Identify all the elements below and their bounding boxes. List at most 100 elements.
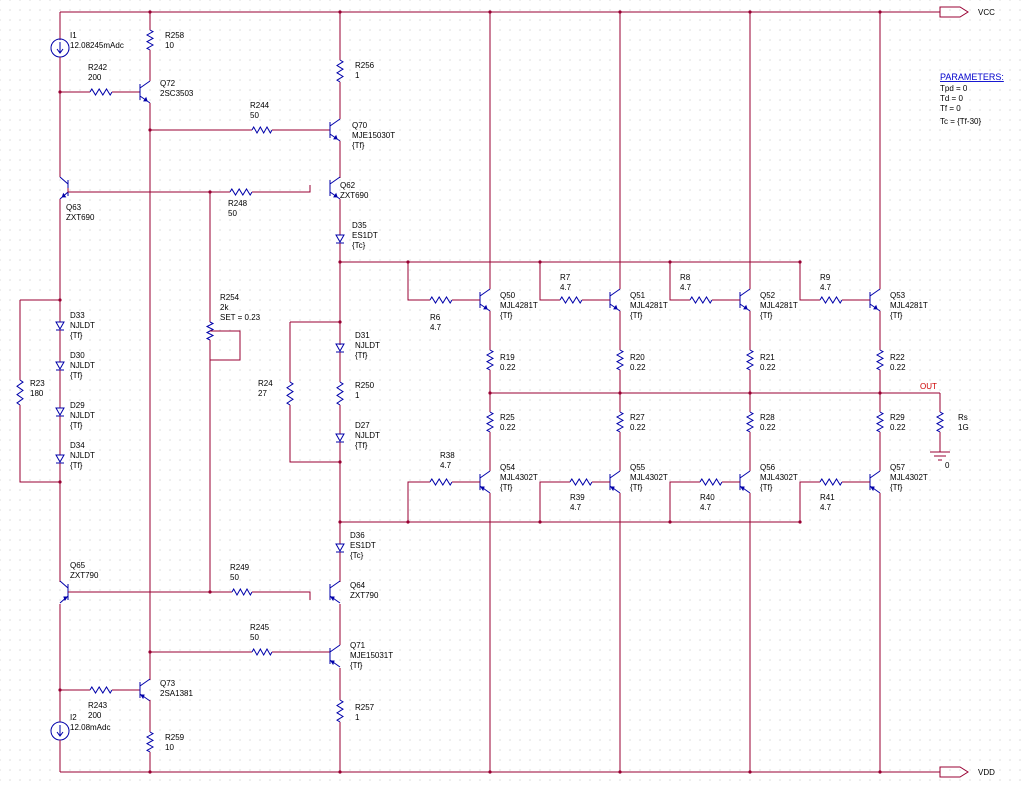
resistor-body bbox=[251, 647, 273, 657]
wire bbox=[289, 405, 340, 463]
wire-junction bbox=[748, 770, 752, 774]
resistor-body bbox=[819, 478, 843, 486]
resistor-value: 50 bbox=[228, 209, 237, 218]
diode-name: D27 bbox=[355, 421, 370, 430]
wire-junction bbox=[148, 770, 152, 774]
vcc-port: VCC bbox=[939, 6, 995, 18]
resistor-value: 4.7 bbox=[700, 503, 712, 512]
resistor-body bbox=[569, 478, 593, 486]
npn-arrow bbox=[613, 304, 618, 310]
resistor-value: 200 bbox=[88, 711, 102, 720]
diode-model: NJLDT bbox=[355, 431, 380, 440]
transistor-name: Q52 bbox=[760, 291, 776, 300]
diode-body bbox=[55, 454, 65, 464]
wire-junction bbox=[538, 520, 542, 524]
wire-junction bbox=[208, 190, 212, 194]
resistor-body bbox=[875, 411, 885, 433]
resistor-body bbox=[485, 349, 495, 371]
transistor-param: {Tf} bbox=[760, 311, 773, 320]
transistor-name: Q54 bbox=[500, 463, 516, 472]
wire-junction bbox=[338, 320, 342, 324]
resistor-value: 4.7 bbox=[560, 283, 572, 292]
parameters-title: PARAMETERS: bbox=[940, 72, 1004, 82]
transistor-name: Q65 bbox=[70, 561, 86, 570]
wire bbox=[252, 185, 311, 193]
transistor-param: {Tf} bbox=[352, 141, 365, 150]
ground-symbol: 0 bbox=[930, 451, 950, 470]
transistor-model: MJL4302T bbox=[890, 473, 928, 482]
resistor-name: R257 bbox=[355, 703, 375, 712]
diode-body bbox=[55, 321, 65, 331]
transistor-model: ZXT790 bbox=[70, 571, 99, 580]
resistor-name: R24 bbox=[258, 379, 273, 388]
parameter-line: Tf = 0 bbox=[940, 104, 961, 113]
resistor-name: Rs bbox=[958, 413, 968, 422]
transistor-collector bbox=[329, 580, 341, 589]
resistor-value: 10 bbox=[165, 743, 174, 752]
resistor-name: R243 bbox=[88, 701, 108, 710]
wire bbox=[252, 591, 311, 600]
diode-param: {Tf} bbox=[70, 331, 83, 340]
transistor-model: ZXT690 bbox=[66, 213, 95, 222]
resistor-value: 4.7 bbox=[820, 283, 832, 292]
out-net-label: OUT bbox=[920, 382, 937, 391]
diode-model: NJLDT bbox=[70, 451, 95, 460]
transistor-model: ZXT790 bbox=[350, 591, 379, 600]
transistor-model: 2SC3503 bbox=[160, 89, 194, 98]
resistor-name: R22 bbox=[890, 353, 905, 362]
wire bbox=[799, 481, 820, 522]
resistor-value: 50 bbox=[230, 573, 239, 582]
resistor-name: R258 bbox=[165, 31, 185, 40]
transistor-collector bbox=[739, 470, 751, 479]
parameters-block: PARAMETERS:Tpd = 0Td = 0Tf = 0Tc = {Tf-3… bbox=[940, 72, 1004, 126]
wire bbox=[19, 405, 60, 483]
resistor-value: 4.7 bbox=[570, 503, 582, 512]
resistor-body bbox=[615, 411, 625, 433]
wire-junction bbox=[748, 391, 752, 395]
wire-junction bbox=[148, 10, 152, 14]
resistor-body bbox=[89, 686, 113, 694]
resistor-value: 180 bbox=[30, 389, 44, 398]
transistor-name: Q72 bbox=[160, 79, 176, 88]
diode-name: D36 bbox=[350, 531, 365, 540]
resistor-name: R21 bbox=[760, 353, 775, 362]
wire-junction bbox=[338, 520, 342, 524]
out-net: OUT bbox=[920, 382, 937, 391]
resistor-value: 200 bbox=[88, 73, 102, 82]
wire-junction bbox=[58, 688, 62, 692]
resistor-body bbox=[935, 411, 945, 433]
diode-param: {Tf} bbox=[70, 371, 83, 380]
npn-arrow bbox=[61, 192, 67, 198]
resistor-body bbox=[231, 587, 253, 597]
wire-junction bbox=[618, 10, 622, 14]
transistor-param: {Tf} bbox=[500, 483, 513, 492]
resistor-name: R40 bbox=[700, 493, 715, 502]
resistor-value: 0.22 bbox=[890, 423, 906, 432]
source-name: I2 bbox=[70, 713, 77, 722]
resistor-name: R8 bbox=[680, 273, 691, 282]
resistor-body bbox=[89, 88, 113, 96]
transistor-collector bbox=[59, 580, 69, 589]
pnp-arrow bbox=[610, 486, 615, 492]
resistor-value: 4.7 bbox=[820, 503, 832, 512]
resistor-name: R249 bbox=[230, 563, 250, 572]
wire-junction bbox=[338, 770, 342, 774]
transistor-name: Q70 bbox=[352, 121, 368, 130]
wire-junction bbox=[58, 90, 62, 94]
transistor-name: Q62 bbox=[340, 181, 356, 190]
wire-junction bbox=[148, 650, 152, 654]
